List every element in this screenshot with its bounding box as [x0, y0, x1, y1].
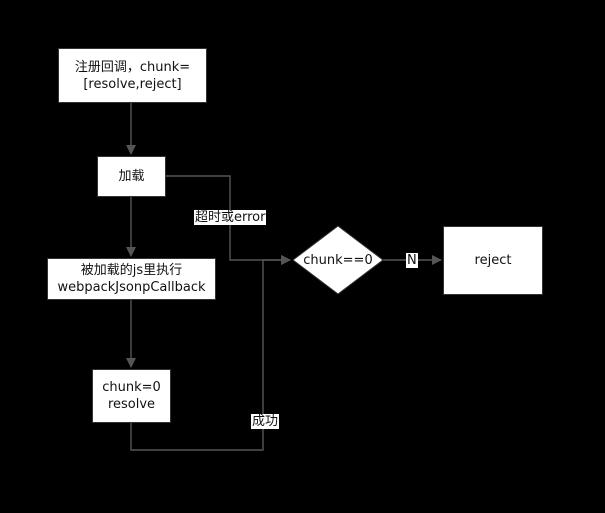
check-diamond-shape — [292, 225, 384, 295]
node-load[interactable]: 加载 — [97, 156, 166, 197]
node-resolve-line2: resolve — [107, 397, 156, 412]
node-load-label: 加载 — [118, 169, 145, 184]
node-reject[interactable]: reject — [443, 226, 543, 295]
node-register-line2: [resolve,reject] — [83, 76, 182, 92]
edge-label-timeout: 超时或error — [194, 210, 267, 225]
node-check-label: chunk==0 — [303, 252, 373, 268]
node-execute-callback[interactable]: 被加载的js里执行 webpackJsonpCallback — [47, 258, 216, 300]
edge-label-success: 成功 — [251, 414, 280, 429]
node-register-line1: 注册回调，chunk= — [74, 59, 191, 75]
node-execute-line2: webpackJsonpCallback — [57, 280, 206, 295]
node-execute-line1: 被加载的js里执行 — [80, 263, 183, 278]
edge-resolve-to-check — [130, 255, 291, 451]
node-resolve-line1: chunk=0 — [102, 380, 161, 395]
node-reject-label: reject — [474, 253, 512, 268]
node-resolve[interactable]: chunk=0 resolve — [92, 369, 171, 423]
edge-label-no: N — [406, 253, 418, 268]
node-register-callback[interactable]: 注册回调，chunk= [resolve,reject] — [58, 48, 207, 103]
